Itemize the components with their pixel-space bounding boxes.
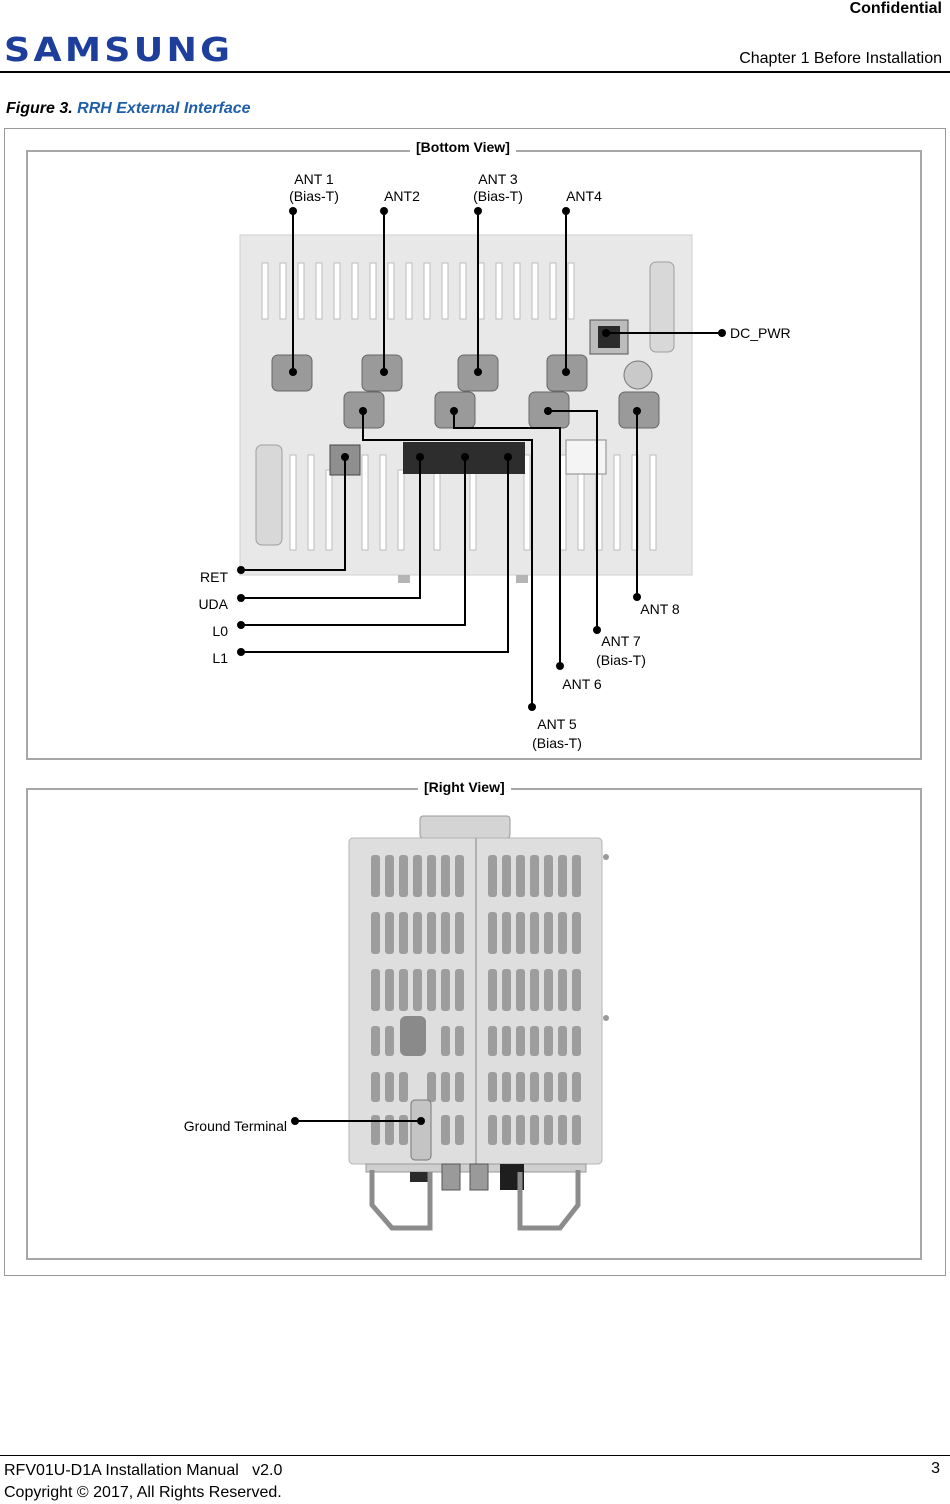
confidential-label: Confidential — [849, 0, 942, 17]
document-name: RFV01U-D1A Installation Manual v2.0 — [4, 1462, 283, 1479]
page-number: 3 — [931, 1460, 940, 1477]
figure-number: Figure 3. — [6, 100, 73, 117]
copyright: Copyright © 2017, All Rights Reserved. — [4, 1484, 282, 1501]
footer-left: RFV01U-D1A Installation Manual v2.0 Copy… — [4, 1460, 282, 1504]
header-divider — [0, 71, 950, 73]
figure-title: RRH External Interface — [77, 100, 251, 117]
samsung-logo: SAMSUNG — [4, 30, 234, 69]
figure-frame — [4, 128, 946, 1276]
chapter-title: Chapter 1 Before Installation — [739, 50, 942, 67]
right-view-title: [Right View] — [418, 779, 511, 795]
figure-caption: Figure 3. RRH External Interface — [6, 100, 251, 118]
footer-divider — [0, 1455, 950, 1456]
bottom-view-title: [Bottom View] — [410, 139, 516, 155]
right-view-panel — [26, 788, 922, 1260]
bottom-view-panel — [26, 150, 922, 760]
